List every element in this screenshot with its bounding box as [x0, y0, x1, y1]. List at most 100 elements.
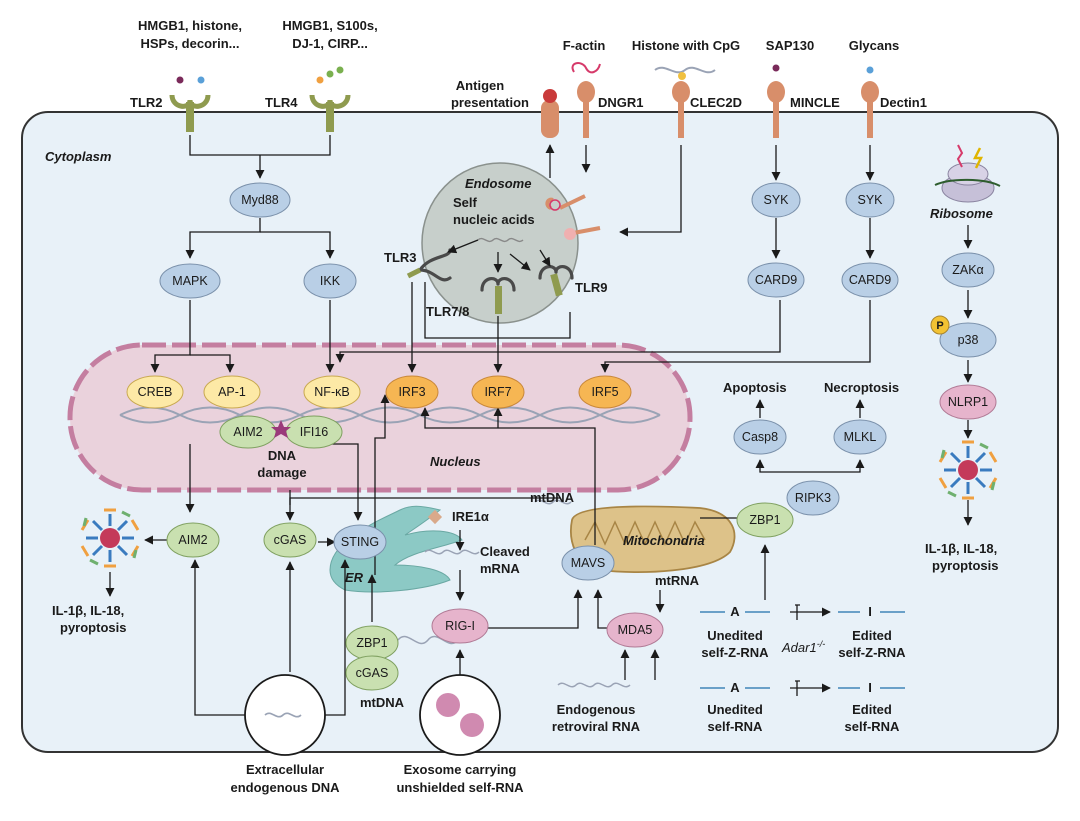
- extracellular-dna-fragment: [264, 712, 302, 718]
- endosome-text-line1: Self: [453, 195, 478, 210]
- mtdna-top-label: mtDNA: [530, 490, 575, 505]
- cleaved-mrna-line2: mRNA: [480, 561, 520, 576]
- unedited-line2: self-RNA: [708, 719, 764, 734]
- exosome-line1: Exosome carrying: [404, 762, 517, 777]
- ire1a-icon: [427, 509, 443, 525]
- endosome: [421, 162, 579, 324]
- edited-line2: self-RNA: [845, 719, 901, 734]
- pyro-right-line1: IL-1β, IL-18,: [925, 541, 997, 556]
- unedited-z-line2: self-Z-RNA: [701, 645, 769, 660]
- cgas-text: cGAS: [274, 533, 307, 547]
- necroptosis-label: Necroptosis: [824, 380, 899, 395]
- sting-node: [333, 524, 387, 560]
- mavs-node: [561, 545, 615, 581]
- mlkl-text: MLKL: [844, 430, 877, 444]
- zak-node: [941, 252, 995, 288]
- syk1-node: [751, 182, 801, 218]
- casp8-node: [733, 419, 787, 455]
- irf3-node: [385, 375, 439, 409]
- irf5-node: [578, 375, 632, 409]
- tlr2-ligand-line2: HSPs, decorin...: [141, 36, 240, 51]
- dna-damage-star-icon: [271, 420, 291, 438]
- internalized-receptors: [545, 194, 601, 240]
- card9a-node: [747, 262, 805, 298]
- dectin1-receptor: [861, 66, 879, 138]
- ribosome-icon: [934, 144, 1001, 203]
- creb-node: [126, 375, 184, 409]
- casp8-text: Casp8: [742, 430, 778, 444]
- dngr1-ligand-label: F-actin: [563, 38, 606, 53]
- nodes: [126, 182, 997, 691]
- syk2-node: [845, 182, 895, 218]
- endogenous-rna-line2: retroviral RNA: [552, 719, 641, 734]
- irf7-node: [471, 375, 525, 409]
- endoplasmic-reticulum: [329, 505, 463, 593]
- edited-z-line1: Edited: [852, 628, 892, 643]
- mavs-text: MAVS: [571, 556, 606, 570]
- antigen-label-line2: presentation: [451, 95, 529, 110]
- pyro-right-line2: pyroptosis: [932, 558, 998, 573]
- cleaved-mrna-line1: Cleaved: [480, 544, 530, 559]
- dna-damage-line1: DNA: [268, 448, 297, 463]
- endosome-text-line2: nucleic acids: [453, 212, 535, 227]
- mda5-text: MDA5: [618, 623, 653, 637]
- mincle-receptor: [767, 64, 785, 138]
- tlr78-label: TLR7/8: [426, 304, 469, 319]
- myd88-text: Myd88: [241, 193, 279, 207]
- extracellular-dna-line1: Extracellular: [246, 762, 324, 777]
- rigi-node: [431, 608, 489, 644]
- syk2-text: SYK: [857, 193, 883, 207]
- tlr2-receptor: [169, 76, 211, 132]
- aim2-node: [166, 522, 220, 558]
- mincle-ligand-label: SAP130: [766, 38, 814, 53]
- clec2d-label: CLEC2D: [690, 95, 742, 110]
- card9b-node: [841, 262, 899, 298]
- mapk-node: [159, 263, 221, 299]
- mark-a1: A: [730, 604, 740, 619]
- nlrp1-node: [939, 384, 997, 420]
- zbp1-low-text: ZBP1: [356, 636, 387, 650]
- exosome-line2: unshielded self-RNA: [396, 780, 524, 795]
- irf7-text: IRF7: [484, 385, 511, 399]
- irf3-text: IRF3: [398, 385, 425, 399]
- zbp1-text: ZBP1: [749, 513, 780, 527]
- unedited-line1: Unedited: [707, 702, 763, 717]
- adar-text: Adar1: [781, 640, 817, 655]
- dngr1-label: DNGR1: [598, 95, 644, 110]
- dngr1-receptor: [571, 62, 601, 138]
- antigen-presenting-molecule: [541, 89, 559, 138]
- creb-text: CREB: [138, 385, 173, 399]
- edited-line1: Edited: [852, 702, 892, 717]
- tlr4-ligand-line2: DJ-1, CIRP...: [292, 36, 368, 51]
- p-badge-text: P: [936, 320, 943, 332]
- ripk3-text: RIPK3: [795, 491, 831, 505]
- mda5-node: [606, 612, 664, 648]
- tlr78-receptor: [480, 277, 516, 314]
- tlr9-label: TLR9: [575, 280, 608, 295]
- tlr2-label: TLR2: [130, 95, 163, 110]
- nuclear-dna-helix: [119, 406, 661, 424]
- p38-node: [939, 322, 997, 358]
- ire1a-label: IRE1α: [452, 509, 489, 524]
- dna-damage-line2: damage: [257, 465, 306, 480]
- aim2-nuclear-text: AIM2: [233, 425, 262, 439]
- extracellular-dna-vesicle: [244, 674, 326, 756]
- nucleus-label: Nucleus: [430, 454, 481, 469]
- irf5-text: IRF5: [591, 385, 618, 399]
- myd88-node: [229, 182, 291, 218]
- mincle-label: MINCLE: [790, 95, 840, 110]
- rigi-text: RIG-I: [445, 619, 475, 633]
- pyro-left-line1: IL-1β, IL-18,: [52, 603, 124, 618]
- zbp1-node: [736, 502, 794, 538]
- mark-i1: I: [868, 604, 872, 619]
- tlr2-ligand-line1: HMGB1, histone,: [138, 18, 242, 33]
- clec2d-receptor: [654, 66, 716, 138]
- tlr4-label: TLR4: [265, 95, 298, 110]
- extracellular-dna-line2: endogenous DNA: [230, 780, 340, 795]
- ikk-node: [303, 263, 357, 299]
- unedited-z-line1: Unedited: [707, 628, 763, 643]
- tlr4-ligand-line1: HMGB1, S100s,: [282, 18, 377, 33]
- ap1-text: AP-1: [218, 385, 246, 399]
